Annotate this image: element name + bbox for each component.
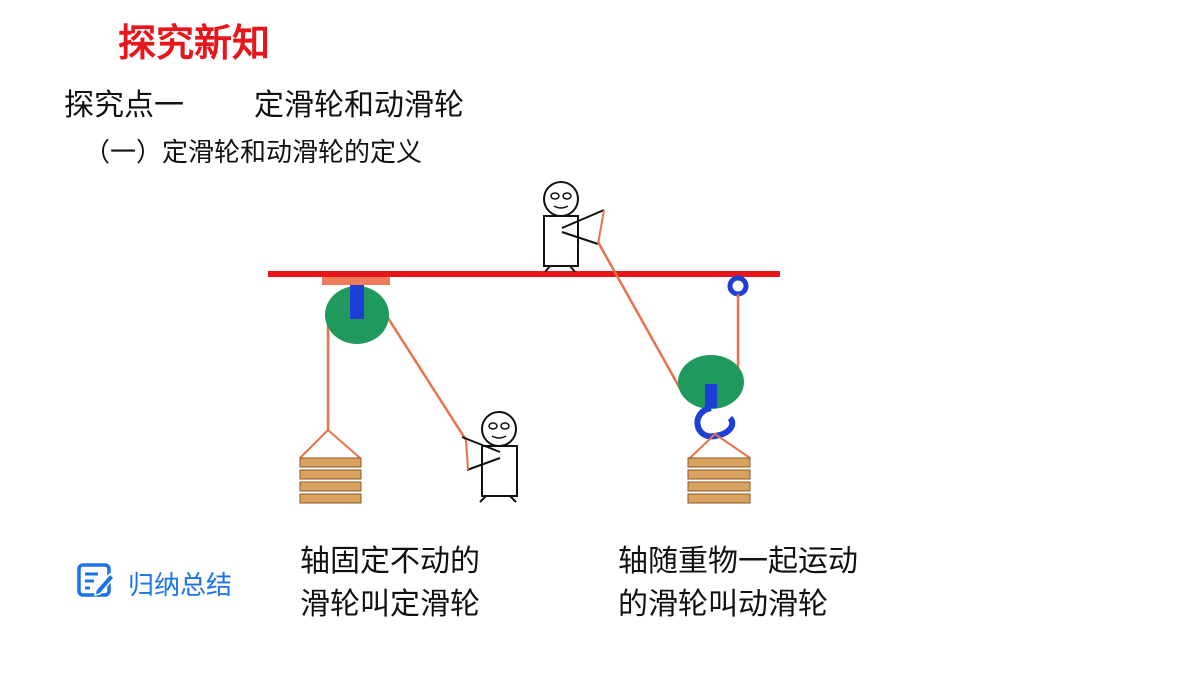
crate-strap xyxy=(299,428,361,459)
ground-person-figure xyxy=(461,411,518,503)
fixed-pulley-right-rope xyxy=(386,317,468,441)
exploration-point-number: 探究点一 xyxy=(64,88,184,123)
fixed-pulley-definition-line2: 滑轮叫定滑轮 xyxy=(300,587,480,622)
beam-person-figure xyxy=(543,181,605,273)
definition-heading: （一）定滑轮和动滑轮的定义 xyxy=(84,138,423,168)
movable-pulley-definition: 轴随重物一起运动 的滑轮叫动滑轮 xyxy=(618,540,858,626)
movable-pulley-load xyxy=(687,457,751,504)
movable-pulley-definition-line1: 轴随重物一起运动 xyxy=(618,544,858,579)
exploration-point-topic: 定滑轮和动滑轮 xyxy=(254,88,464,123)
movable-pulley-pulled-rope xyxy=(596,241,684,393)
pulley-mount xyxy=(322,277,390,285)
ceiling-beam xyxy=(268,271,780,277)
summary-button[interactable]: 归纳总结 xyxy=(76,560,232,607)
movable-pulley-setup xyxy=(543,181,751,504)
crate-strap xyxy=(689,432,751,459)
movable-pulley-axle xyxy=(705,384,717,408)
beam-person-rope xyxy=(597,209,605,245)
movable-pulley-definition-line2: 的滑轮叫动滑轮 xyxy=(618,587,828,622)
summary-label: 归纳总结 xyxy=(128,571,233,601)
edit-note-icon xyxy=(76,560,118,607)
fixed-pulley-axle xyxy=(350,285,364,319)
load-hook xyxy=(694,405,736,440)
ceiling-hook xyxy=(727,275,749,297)
fixed-pulley-definition: 轴固定不动的 滑轮叫定滑轮 xyxy=(300,540,480,626)
fixed-pulley-setup xyxy=(299,285,518,504)
ground-person-rope xyxy=(465,439,469,471)
section-title: 探究新知 xyxy=(118,21,271,65)
exploration-point: 探究点一 定滑轮和动滑轮 xyxy=(64,80,464,124)
movable-pulley-wheel xyxy=(678,355,744,409)
fixed-pulley-load xyxy=(299,457,362,504)
fixed-pulley-definition-line1: 轴固定不动的 xyxy=(300,544,480,579)
